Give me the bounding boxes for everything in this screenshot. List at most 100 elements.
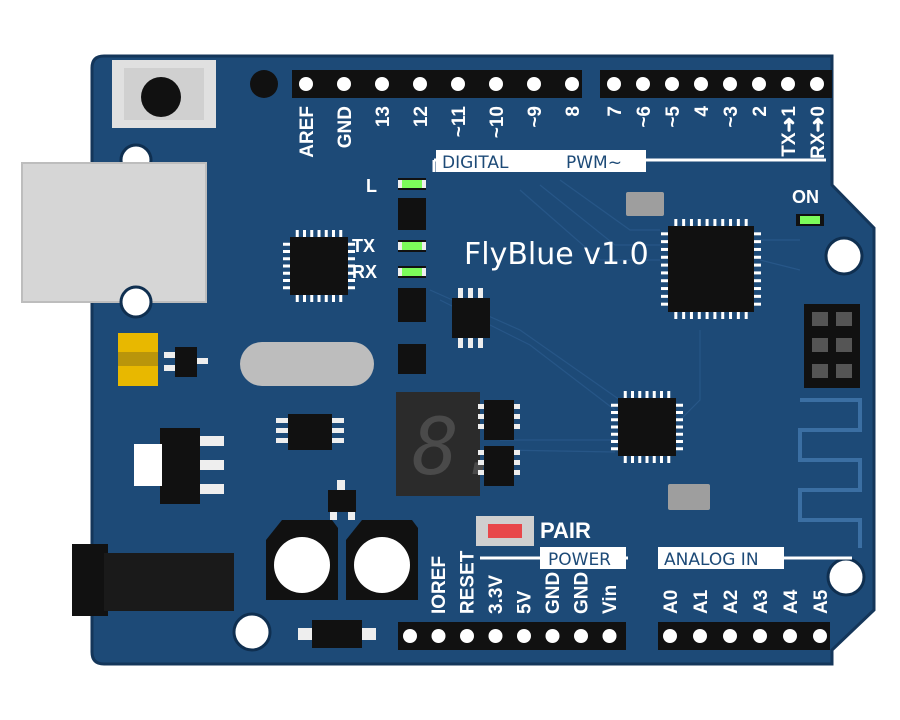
digital-pin-label: ~5 [663, 106, 684, 128]
digital-pin-label: RX➜0 [808, 106, 829, 159]
chip-pin [332, 295, 335, 302]
power-pin-label: GND [543, 572, 564, 614]
analog-pin[interactable] [693, 629, 707, 643]
power-pin[interactable] [488, 629, 503, 643]
analog-pin[interactable] [723, 629, 737, 643]
power-pin[interactable] [574, 629, 588, 643]
digital-pin[interactable] [810, 77, 824, 91]
chip-pin [295, 230, 299, 237]
digital-pin[interactable] [723, 77, 737, 91]
chip-pin [631, 456, 634, 463]
digital-pin[interactable] [451, 77, 465, 91]
chip-pin [676, 403, 683, 407]
power-title-bg [540, 547, 626, 569]
chip-pin [754, 232, 761, 236]
digital-pin[interactable] [752, 77, 766, 91]
chip-pin [754, 294, 761, 298]
chip-pin [754, 263, 761, 267]
icsp-header[interactable] [804, 304, 860, 388]
analog-pin[interactable] [663, 629, 677, 643]
chip-pin [638, 456, 642, 463]
chip-pin [744, 219, 748, 226]
soic-chip [276, 414, 344, 450]
chip-pin [729, 312, 733, 319]
mounting-hole [824, 236, 864, 276]
chip-pin [324, 230, 328, 237]
usb-connector [21, 162, 207, 303]
digital-pin[interactable] [337, 77, 351, 91]
analog-pin[interactable] [813, 629, 827, 643]
digital-pin[interactable] [527, 77, 541, 91]
digital-pin[interactable] [665, 77, 679, 91]
chip-pin [283, 264, 290, 268]
digital-pin-label: 12 [411, 106, 432, 127]
chip-pin [348, 250, 355, 253]
pair-switch[interactable] [476, 516, 534, 546]
qfn-chip-2 [611, 391, 683, 463]
yellow-capacitor [118, 333, 158, 386]
power-pin[interactable] [431, 629, 446, 643]
power-pin[interactable] [460, 629, 474, 643]
chip-pin [705, 312, 709, 319]
chip-pin [631, 391, 634, 398]
chip-pin [317, 230, 321, 237]
chip-pin [754, 247, 761, 251]
chip-pin [283, 286, 290, 290]
analog-pin-label: A0 [661, 590, 682, 614]
chip-pin [661, 232, 668, 236]
digital-pin-label: ~10 [487, 106, 508, 138]
transistor-chip [164, 347, 208, 377]
chip-pin [697, 219, 701, 226]
mounting-hole [826, 557, 866, 597]
analog-pin[interactable] [753, 629, 767, 643]
analog-pin[interactable] [783, 629, 797, 643]
chip-pin [348, 271, 355, 275]
digital-pin[interactable] [781, 77, 795, 91]
reset-button[interactable] [112, 60, 216, 128]
chip-pin [638, 391, 642, 398]
chip-pin [310, 295, 314, 302]
chip-pin [339, 295, 343, 302]
chip-pin [611, 425, 618, 429]
chip-pin [667, 456, 671, 463]
black-dot [250, 70, 278, 98]
chip-pin [754, 302, 761, 306]
dc-power-jack [72, 544, 234, 616]
digital-pin-label: AREF [297, 106, 318, 158]
digital-pin[interactable] [375, 77, 389, 91]
chip-pin [713, 219, 717, 226]
crystal-oscillator [240, 342, 374, 386]
digital-pin[interactable] [636, 77, 650, 91]
chip-pin [324, 295, 328, 302]
chip-pin [736, 219, 740, 226]
digital-pin[interactable] [413, 77, 427, 91]
digital-pin-label: GND [335, 106, 356, 148]
chip-pin [697, 312, 701, 319]
soic-chip-center [452, 288, 490, 348]
analog-pin-label: A4 [781, 589, 802, 614]
digital-pin-label: ~9 [525, 106, 546, 128]
power-pin[interactable] [517, 629, 531, 643]
chip-pin [661, 247, 668, 251]
power-pin[interactable] [403, 629, 417, 643]
digital-pin[interactable] [607, 77, 621, 91]
chip-pin [674, 312, 678, 319]
chip-pin [689, 219, 693, 226]
power-pin[interactable] [602, 629, 617, 643]
digital-pin[interactable] [694, 77, 708, 91]
antenna-trace [798, 398, 862, 548]
chip-pin [317, 295, 321, 302]
chip-pin [645, 391, 649, 398]
chip-pin [676, 425, 683, 429]
chip-pin [611, 403, 618, 407]
digital-pin[interactable] [489, 77, 503, 91]
power-pin[interactable] [545, 629, 560, 643]
analog-header [658, 622, 830, 650]
pair-label: PAIR [540, 518, 591, 543]
chip-pin [611, 440, 618, 443]
digital-pin[interactable] [565, 77, 579, 91]
board-name: FlyBlue v1.0 [464, 237, 649, 272]
chip-pin [676, 432, 683, 436]
digital-pin[interactable] [299, 77, 313, 91]
pcb-traces [429, 179, 801, 453]
